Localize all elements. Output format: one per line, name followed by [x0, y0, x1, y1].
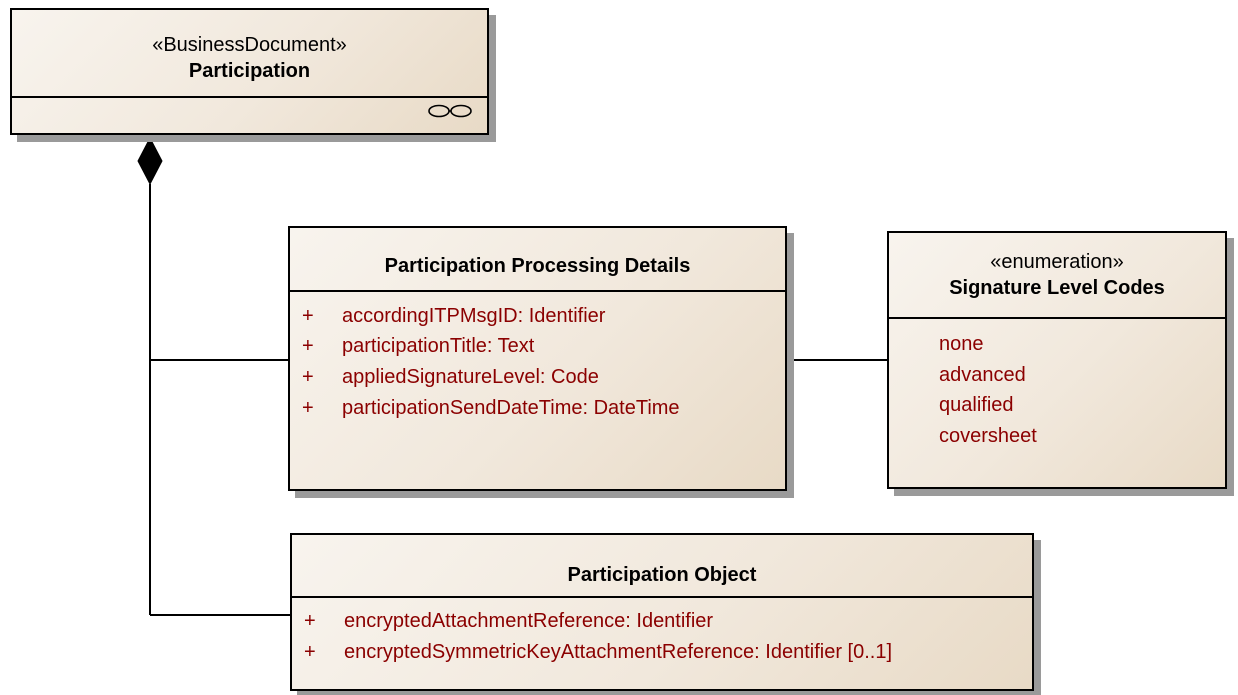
class-name: Participation Object — [567, 564, 757, 586]
attribute-row: + participationTitle: Text — [302, 333, 534, 359]
stereotype-label: «BusinessDocument» — [152, 34, 347, 56]
stereotype-label: «enumeration» — [990, 251, 1124, 273]
class-participation-processing-details[interactable]: Participation Processing Details + accord… — [288, 226, 787, 491]
enumeration-signature-level-codes[interactable]: «enumeration» Signature Level Codes none… — [887, 231, 1227, 489]
visibility-marker: + — [302, 305, 314, 327]
attribute-text: participationSendDateTime: DateTime — [342, 397, 680, 419]
composition-diamond — [137, 136, 163, 186]
attribute-row: + participationSendDateTime: DateTime — [302, 395, 680, 421]
enum-literal: coversheet — [939, 425, 1037, 447]
compartment-divider — [290, 290, 785, 292]
class-name: Participation — [188, 60, 311, 82]
attribute-row: + appliedSignatureLevel: Code — [302, 364, 599, 390]
composite-structure-icon — [428, 104, 472, 118]
visibility-marker: + — [304, 641, 316, 663]
enum-literal: advanced — [939, 364, 1026, 386]
enum-literal: qualified — [939, 394, 1014, 416]
attribute-text: appliedSignatureLevel: Code — [342, 366, 599, 388]
visibility-marker: + — [304, 610, 316, 632]
attribute-row: + encryptedAttachmentReference: Identifie… — [304, 608, 713, 634]
visibility-marker: + — [302, 397, 314, 419]
class-name: Participation Processing Details — [384, 255, 691, 277]
attribute-text: encryptedSymmetricKeyAttachmentReference… — [344, 641, 893, 663]
attribute-text: participationTitle: Text — [342, 335, 535, 357]
visibility-marker: + — [302, 366, 314, 388]
attribute-row: + accordingITPMsgID: Identifier — [302, 303, 605, 329]
attribute-text: accordingITPMsgID: Identifier — [342, 305, 606, 327]
class-name: Signature Level Codes — [949, 277, 1165, 299]
attribute-text: encryptedAttachmentReference: Identifier — [344, 610, 714, 632]
compartment-divider — [292, 596, 1032, 598]
enum-literal: none — [939, 333, 984, 355]
compartment-divider — [12, 96, 487, 98]
compartment-divider — [889, 317, 1225, 319]
attribute-row: + encryptedSymmetricKeyAttachmentReferenc… — [304, 639, 892, 665]
visibility-marker: + — [302, 335, 314, 357]
class-participation-object[interactable]: Participation Object + encryptedAttachmen… — [290, 533, 1034, 691]
class-participation[interactable]: «BusinessDocument» Participation — [10, 8, 489, 135]
